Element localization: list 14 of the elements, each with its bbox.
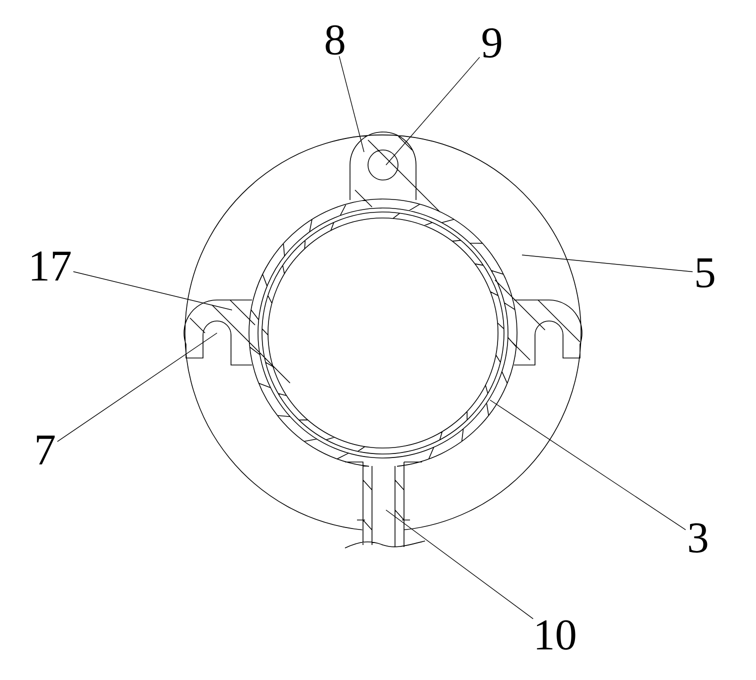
callout-number: 5 [696, 258, 714, 288]
leader-line [490, 400, 686, 530]
callout-number: 17 [32, 252, 71, 280]
leader-line [57, 332, 218, 442]
leader-line [338, 56, 364, 152]
callout-number: 9 [482, 28, 502, 58]
leader-line [386, 510, 534, 620]
callout-number: 7 [36, 436, 55, 464]
callout-number: 10 [536, 620, 576, 650]
leader-line [386, 56, 480, 166]
leader-line [72, 271, 232, 310]
callout-number: 8 [326, 25, 344, 55]
callout-number: 3 [689, 523, 708, 553]
leader-line [522, 254, 693, 272]
